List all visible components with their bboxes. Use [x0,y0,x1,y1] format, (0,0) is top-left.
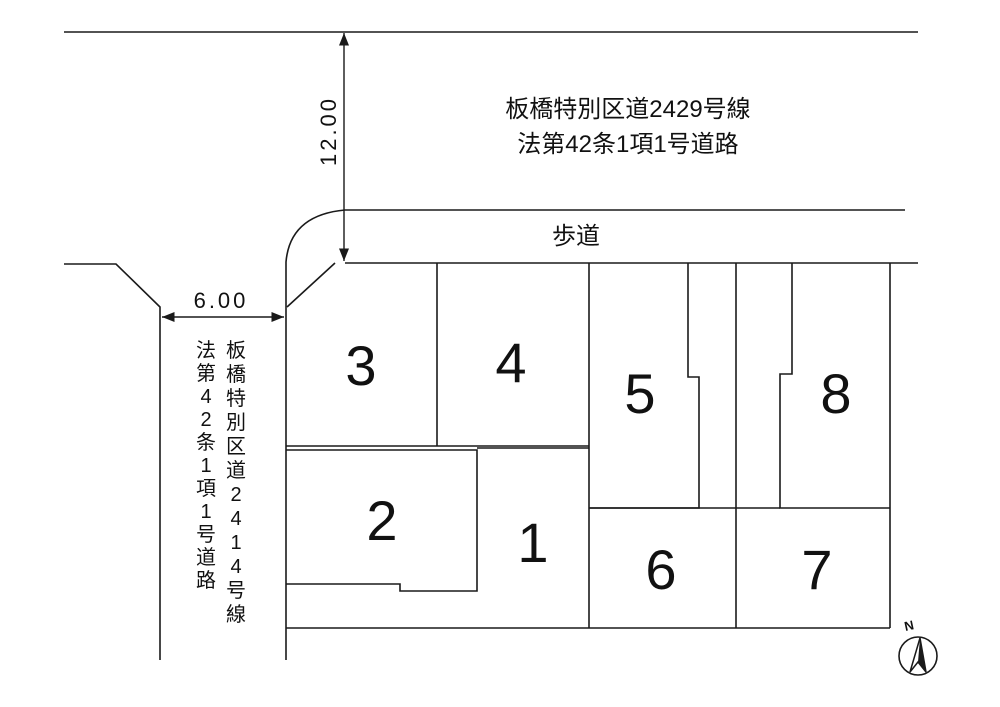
north-arrow-icon: N [898,617,938,676]
side-name-char: 4 [230,556,241,578]
side-legal-char: 1 [200,501,211,523]
lot-number-8: 8 [820,362,851,425]
side-road-legal-vertical: 法第42条1項1号道路 [196,339,216,592]
side-name-char: 橋 [226,363,246,386]
road-lines [64,31,918,660]
side-name-char: 2 [230,484,241,506]
sidewalk-label: 歩道 [552,223,600,250]
dimensions [162,33,350,323]
side-legal-char: 号 [196,524,216,546]
side-name-char: 4 [230,508,241,530]
corner-cut-line [286,262,336,308]
lot-number-3: 3 [345,334,376,397]
side-legal-char: 条 [196,431,216,454]
main-road-name: 板橋特別区道2429号線 [505,96,750,123]
main-road-width-label: 12.00 [316,96,341,166]
north-label: N [903,617,915,634]
side-name-char: 道 [226,459,246,482]
side-name-char: 別 [226,411,246,434]
lot-number-5: 5 [624,362,655,425]
side-legal-char: 第 [196,362,216,385]
lot-number-6: 6 [645,538,676,601]
side-name-char: 特 [226,387,246,410]
main-road-legal-status: 法第42条1項1号道路 [517,131,738,158]
side-name-char: 線 [226,603,246,626]
side-legal-char: 法 [196,339,216,362]
side-name-char: 区 [226,436,246,458]
side-road-width-label: 6.00 [194,288,249,313]
lot-number-4: 4 [495,331,526,394]
lot-number-7: 7 [801,538,832,601]
lot-number-2: 2 [366,489,397,552]
side-legal-char: 1 [200,455,211,477]
side-road-far-edge [64,263,161,660]
lot2-outline [286,449,478,592]
lot8-outline [779,263,890,509]
side-legal-char: 4 [200,386,211,408]
lot-numbers: 3 4 5 8 2 1 6 7 [345,331,851,601]
lot-number-1: 1 [517,511,548,574]
side-legal-char: 路 [196,569,216,592]
side-legal-char: 2 [200,409,211,431]
side-legal-char: 項 [196,478,216,500]
side-legal-char: 道 [196,546,216,569]
side-name-char: 板 [226,339,246,362]
lot-outlines [286,263,891,629]
side-name-char: 号 [226,580,246,602]
side-name-char: 1 [230,532,241,554]
